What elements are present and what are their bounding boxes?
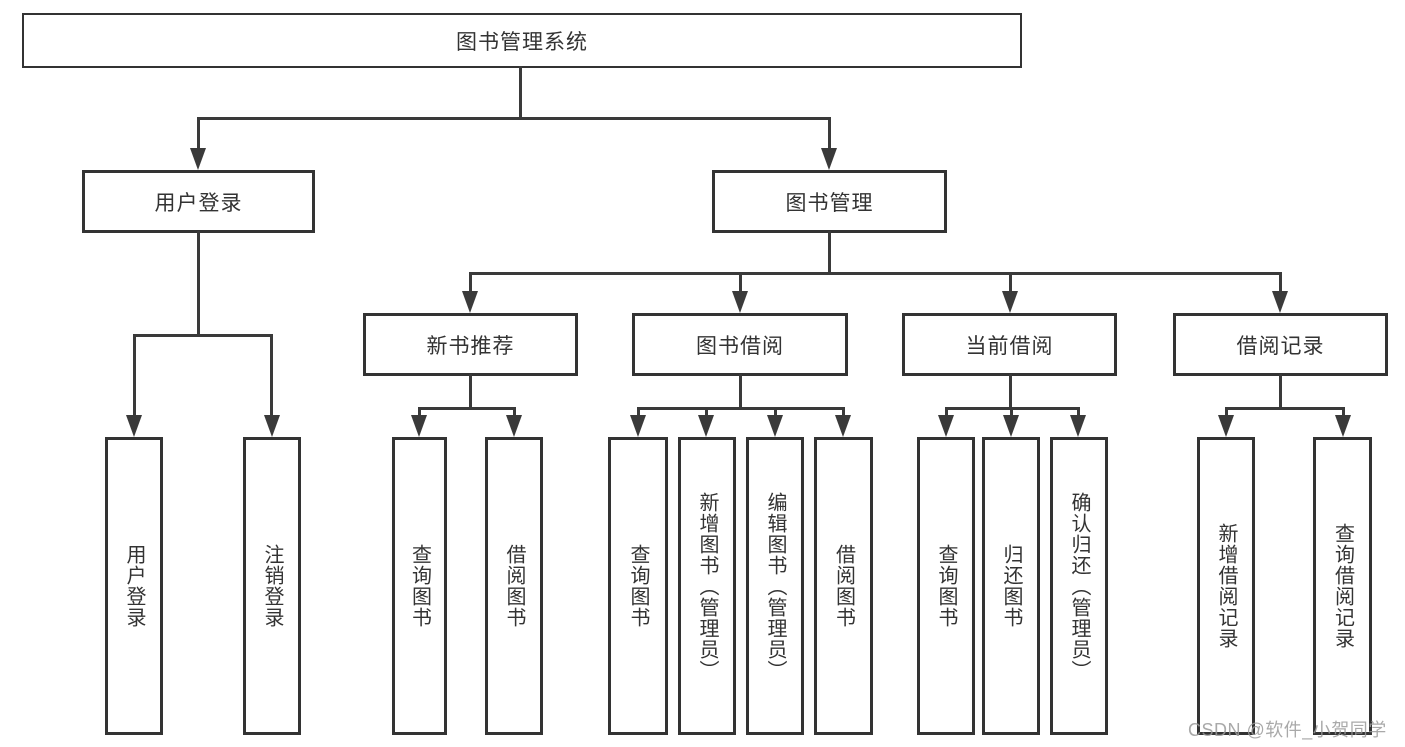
connector-line [842, 407, 845, 419]
arrowhead-down [1002, 291, 1018, 313]
connector-line [1009, 374, 1012, 410]
leaf-records-add-record-label: 新增借阅记录 [1215, 523, 1237, 649]
arrowhead-down [1003, 415, 1019, 437]
leaf-current-confirm-return-admin: 确认归还（管理员） [1050, 437, 1108, 735]
connector-line [774, 407, 777, 419]
arrowhead-down [411, 415, 427, 437]
leaf-records-query-record-label: 查询借阅记录 [1331, 523, 1354, 649]
node-book-borrowing: 图书借阅 [632, 313, 848, 376]
arrowhead-down [938, 415, 954, 437]
leaf-recommend-borrow-books-label: 借阅图书 [503, 544, 525, 628]
connector-line [270, 334, 273, 418]
watermark: CSDN @软件_小贺同学 [1188, 720, 1387, 740]
connector-line [828, 117, 831, 151]
leaf-current-return-books: 归还图书 [982, 437, 1040, 735]
connector-line [1077, 407, 1080, 419]
leaf-records-query-record: 查询借阅记录 [1313, 437, 1372, 735]
leaf-user-login: 用户登录 [105, 437, 163, 735]
connector-line [739, 272, 742, 294]
arrowhead-down [1272, 291, 1288, 313]
arrowhead-down [190, 148, 206, 170]
connector-line [1225, 407, 1228, 419]
arrowhead-down [732, 291, 748, 313]
connector-line [945, 407, 948, 419]
connector-line [469, 374, 472, 410]
connector-line [1009, 272, 1012, 294]
node-borrowing-records: 借阅记录 [1173, 313, 1388, 376]
leaf-borrowing-add-books-admin: 新增图书（管理员） [678, 437, 736, 735]
node-current-borrowing: 当前借阅 [902, 313, 1117, 376]
node-book-management: 图书管理 [712, 170, 947, 233]
node-root: 图书管理系统 [22, 13, 1022, 68]
leaf-recommend-query-books: 查询图书 [392, 437, 447, 735]
arrowhead-down [835, 415, 851, 437]
leaf-current-query-books-label: 查询图书 [935, 544, 957, 628]
connector-line [1279, 374, 1282, 410]
connector-line [1342, 407, 1345, 419]
arrowhead-down [126, 415, 142, 437]
node-user-login: 用户登录 [82, 170, 315, 233]
connector-line [418, 407, 421, 419]
leaf-logout-login-label: 注销登录 [261, 544, 283, 628]
connector-line [1225, 407, 1344, 410]
leaf-borrowing-query-books-label: 查询图书 [627, 544, 649, 628]
leaf-logout-login: 注销登录 [243, 437, 301, 735]
arrowhead-down [767, 415, 783, 437]
arrowhead-down [506, 415, 522, 437]
connector-line [1010, 407, 1013, 419]
connector-line [828, 231, 831, 275]
leaf-recommend-query-books-label: 查询图书 [408, 544, 431, 628]
leaf-recommend-borrow-books: 借阅图书 [485, 437, 543, 735]
connector-line [513, 407, 516, 419]
connector-line [197, 231, 200, 337]
arrowhead-down [462, 291, 478, 313]
node-borrowing-records-label: 借阅记录 [1236, 334, 1325, 358]
connector-line [469, 272, 472, 294]
connector-line [637, 407, 640, 419]
node-book-management-label: 图书管理 [785, 191, 874, 215]
leaf-borrowing-add-books-admin-label: 新增图书（管理员） [696, 491, 718, 681]
node-book-borrowing-label: 图书借阅 [696, 334, 784, 358]
leaf-borrowing-borrow-books-label: 借阅图书 [832, 544, 855, 628]
arrowhead-down [1218, 415, 1234, 437]
connector-line [418, 407, 516, 410]
arrowhead-down [1335, 415, 1351, 437]
connector-line [519, 66, 522, 119]
leaf-user-login-label: 用户登录 [123, 544, 145, 628]
node-user-login-label: 用户登录 [154, 191, 243, 215]
leaf-borrowing-query-books: 查询图书 [608, 437, 668, 735]
connector-line [469, 272, 1282, 275]
arrowhead-down [264, 415, 280, 437]
leaf-current-confirm-return-admin-label: 确认归还（管理员） [1068, 491, 1090, 681]
leaf-borrowing-edit-books-admin: 编辑图书（管理员） [746, 437, 804, 735]
arrowhead-down [630, 415, 646, 437]
connector-line [705, 407, 708, 419]
arrowhead-down [821, 148, 837, 170]
node-new-book-recommendation-label: 新书推荐 [426, 334, 515, 358]
connector-line [133, 334, 136, 418]
connector-line [133, 334, 273, 337]
arrowhead-down [698, 415, 714, 437]
arrowhead-down [1070, 415, 1086, 437]
leaf-borrowing-borrow-books: 借阅图书 [814, 437, 873, 735]
connector-line [198, 117, 831, 120]
leaf-current-query-books: 查询图书 [917, 437, 975, 735]
leaf-records-add-record: 新增借阅记录 [1197, 437, 1255, 735]
connector-line [197, 117, 200, 151]
node-root-label: 图书管理系统 [456, 30, 588, 54]
connector-line [637, 407, 844, 410]
connector-line [739, 374, 742, 410]
node-new-book-recommendation: 新书推荐 [363, 313, 578, 376]
node-current-borrowing-label: 当前借阅 [965, 334, 1054, 358]
connector-line [1279, 272, 1282, 294]
leaf-current-return-books-label: 归还图书 [1000, 544, 1022, 628]
leaf-borrowing-edit-books-admin-label: 编辑图书（管理员） [764, 491, 786, 681]
